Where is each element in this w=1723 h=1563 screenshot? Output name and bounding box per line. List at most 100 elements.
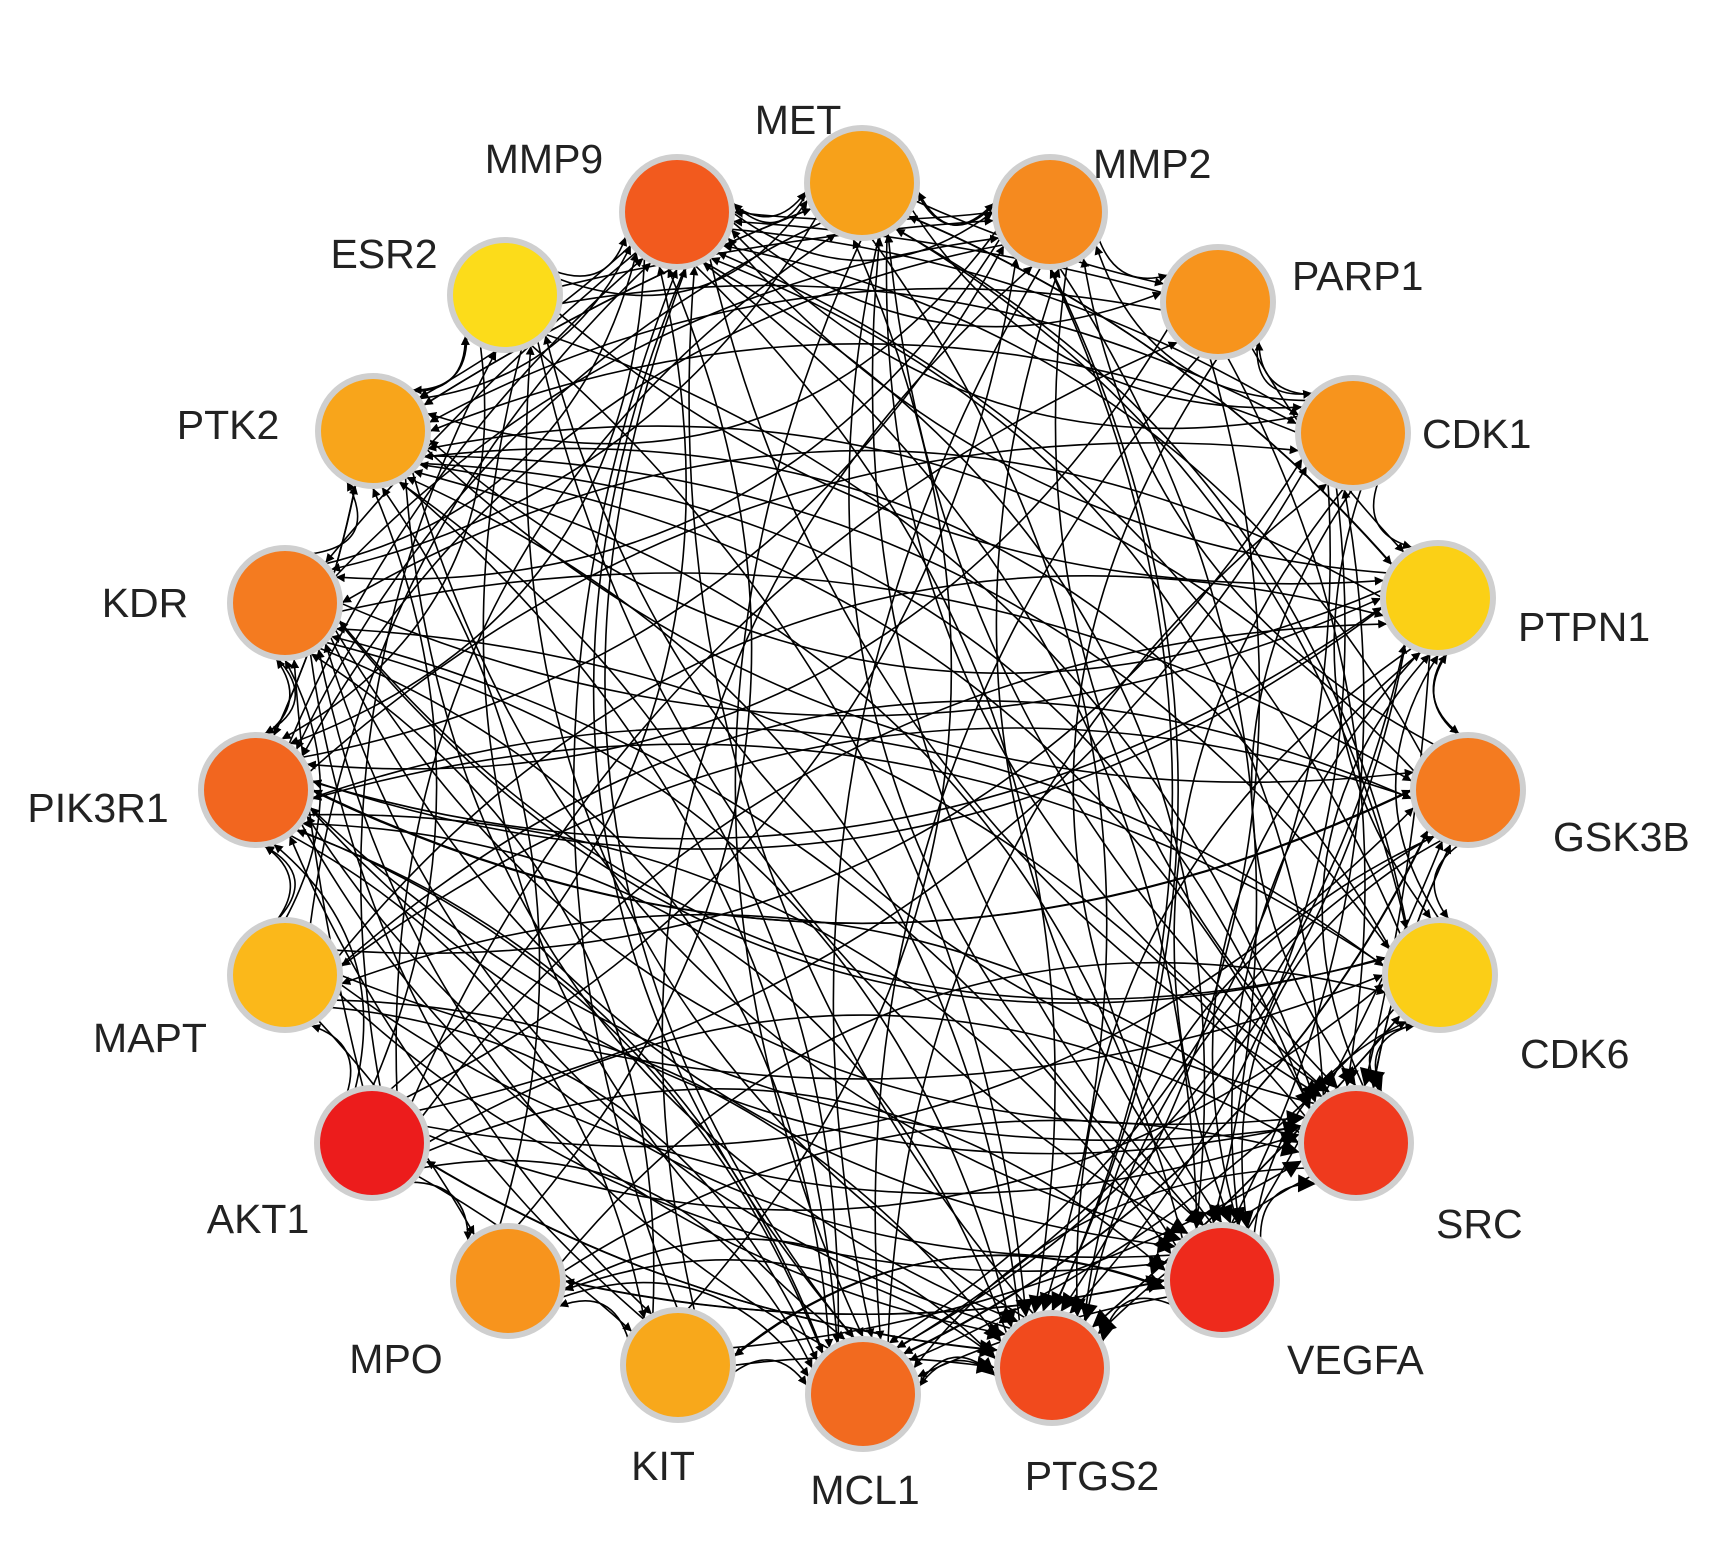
edge-met-to-src (885, 231, 1331, 1093)
edge-pik3r1-to-kit (288, 833, 648, 1320)
edge-mapt-to-ptgs2 (333, 999, 1002, 1343)
node-label-cdk6: CDK6 (1520, 1031, 1629, 1077)
node-label-src: SRC (1436, 1201, 1523, 1247)
edge-mmp9-to-ptgs2 (693, 263, 1056, 1314)
edge-vegfa-to-mmp9 (702, 262, 1198, 1232)
node-pik3r1[interactable] (198, 732, 314, 848)
node-cdk6[interactable] (1382, 917, 1498, 1033)
edge-pik3r1-to-src (307, 806, 1302, 1155)
edge-gsk3b-to-mmp9 (722, 242, 1425, 758)
edge-vegfa-to-gsk3b (1246, 840, 1444, 1232)
node-mmp9[interactable] (619, 154, 735, 270)
edge-akt1-to-mapt (310, 1024, 352, 1095)
edge-kit-to-vegfa (731, 1254, 1166, 1358)
edge-pik3r1-to-cdk6 (310, 727, 1385, 967)
edge-mmp2-to-kdr (335, 236, 1002, 583)
edge-mmp2-to-vegfa (1058, 265, 1258, 1224)
edge-ptpn1-to-src (1359, 652, 1431, 1087)
node-kdr[interactable] (227, 545, 343, 661)
node-label-pik3r1: PIK3R1 (27, 785, 168, 831)
node-vegfa[interactable] (1164, 1222, 1280, 1338)
edge-mapt-to-pik3r1 (264, 845, 292, 922)
edge-mmp9-to-cdk1 (729, 228, 1300, 416)
edge-ptpn1-to-vegfa (1227, 649, 1422, 1226)
node-label-ptk2: PTK2 (177, 402, 280, 448)
node-label-vegfa: VEGFA (1287, 1337, 1424, 1383)
node-label-mmp2: MMP2 (1093, 141, 1211, 187)
node-label-gsk3b: GSK3B (1553, 814, 1690, 860)
edge-parp1-to-mmp9 (733, 217, 1164, 294)
edge-ptk2-to-vegfa (411, 469, 1182, 1244)
edge-kit-to-mpo (558, 1298, 630, 1341)
edge-vegfa-to-ptk2 (413, 469, 1184, 1242)
edge-ptk2-to-gsk3b (424, 447, 1414, 784)
edge-ptk2-to-cdk6 (421, 455, 1390, 950)
node-src[interactable] (1298, 1085, 1414, 1201)
edge-cdk6-to-mmp9 (716, 251, 1402, 937)
edge-vegfa-to-kdr (331, 634, 1179, 1249)
edge-ptgs2-to-mmp2 (1049, 268, 1174, 1314)
edge-akt1-to-mpo (410, 1181, 473, 1241)
edge-ptgs2-to-gsk3b (1083, 835, 1436, 1324)
edge-met-to-vegfa (848, 235, 1205, 1227)
node-label-parp1: PARP1 (1292, 253, 1423, 299)
node-label-mapt: MAPT (93, 1015, 207, 1061)
node-esr2[interactable] (447, 237, 563, 353)
edge-esr2-to-mcl1 (482, 347, 846, 1341)
edge-akt1-to-parp1 (410, 341, 1178, 1105)
edge-esr2-to-mmp9 (554, 236, 628, 277)
edge-parp1-to-cdk1 (1256, 340, 1313, 399)
edge-ptgs2-to-mcl1 (918, 1359, 998, 1387)
edge-akt1-to-vegfa (425, 1088, 1167, 1272)
node-cdk1[interactable] (1295, 375, 1411, 491)
edge-ptk2-to-ptgs2 (404, 475, 1019, 1324)
edge-parp1-to-vegfa (1072, 356, 1223, 1224)
edge-ptgs2-to-esr2 (525, 345, 1028, 1320)
node-mpo[interactable] (450, 1223, 566, 1339)
edge-met-to-cdk6 (893, 226, 1409, 930)
node-kit[interactable] (620, 1307, 736, 1423)
edge-cdk1-to-cdk6 (1333, 487, 1432, 920)
edge-esr2-to-src (543, 333, 1319, 1104)
edge-akt1-to-esr2 (359, 350, 497, 1089)
edge-mapt-to-kdr (284, 659, 322, 921)
edge-met-to-cdk1 (910, 207, 1303, 413)
edge-mapt-to-mmp9 (309, 262, 652, 927)
edge-mmp2-to-parp1 (1097, 237, 1169, 282)
edge-met-to-ptpn1 (906, 214, 1393, 566)
edge-parp1-to-src (1226, 355, 1366, 1087)
node-label-cdk1: CDK1 (1422, 411, 1531, 457)
edge-vegfa-to-met (871, 237, 1206, 1229)
edge-kdr-to-kit (309, 651, 653, 1315)
edge-gsk3b-to-ptgs2 (1080, 833, 1437, 1322)
node-parp1[interactable] (1160, 244, 1276, 360)
node-ptpn1[interactable] (1380, 540, 1496, 656)
edge-cdk6-to-kdr (338, 619, 1388, 1001)
edge-mcl1-to-mmp9 (604, 268, 856, 1341)
edge-cdk1-to-ptgs2 (1068, 485, 1346, 1315)
node-ptgs2[interactable] (994, 1310, 1110, 1426)
edge-cdk6-to-met (895, 228, 1409, 931)
node-gsk3b[interactable] (1410, 732, 1526, 848)
edge-mmp9-to-pik3r1 (289, 256, 646, 745)
edge-ptpn1-to-kdr (341, 449, 1384, 604)
node-akt1[interactable] (314, 1085, 430, 1201)
edge-gsk3b-to-vegfa (1236, 838, 1444, 1230)
node-label-mpo: MPO (349, 1336, 442, 1382)
node-mmp2[interactable] (992, 154, 1108, 270)
node-label-mcl1: MCL1 (810, 1467, 919, 1513)
edge-cdk1-to-mmp9 (730, 229, 1301, 430)
edge-ptgs2-to-kdr (323, 643, 1014, 1330)
node-mcl1[interactable] (805, 1336, 921, 1452)
edge-vegfa-to-mmp2 (995, 268, 1214, 1227)
edge-akt1-to-kdr (290, 659, 365, 1089)
edge-vegfa-to-pik3r1 (306, 815, 1173, 1259)
node-ptk2[interactable] (315, 373, 431, 489)
node-met[interactable] (804, 125, 920, 241)
edge-mmp2-to-met (917, 191, 997, 227)
edge-kit-to-met (685, 238, 953, 1312)
edge-cdk6-to-ptpn1 (1394, 654, 1441, 921)
node-mapt[interactable] (227, 917, 343, 1033)
edge-pik3r1-to-mmp9 (287, 257, 644, 746)
edge-pik3r1-to-vegfa (305, 813, 1172, 1255)
